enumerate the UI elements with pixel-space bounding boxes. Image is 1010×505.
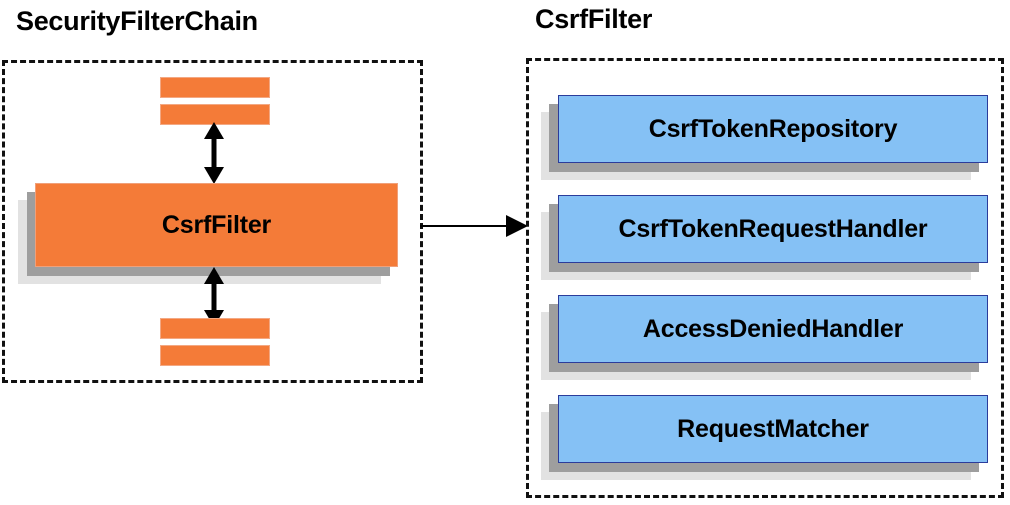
panel-boundary-csrffilter <box>526 58 1004 498</box>
panel-boundary-security-filter-chain <box>2 60 423 383</box>
component-label-requestmatcher: RequestMatcher <box>677 414 869 443</box>
component-card-csrftokenrepository[interactable]: CsrfTokenRepository <box>541 95 988 180</box>
component-card-requestmatcher[interactable]: RequestMatcher <box>541 395 988 480</box>
connector-double-arrow-top <box>199 122 229 184</box>
component-card-accessdeniedhandler[interactable]: AccessDeniedHandler <box>541 295 988 380</box>
connector-arrow-csrffilter-to-panel <box>420 212 532 240</box>
component-label-csrftokenrepository: CsrfTokenRepository <box>648 114 898 143</box>
panel-title-csrffilter: CsrfFilter <box>535 4 653 34</box>
component-card-csrffilter[interactable]: CsrfFilter <box>18 183 398 284</box>
card-face: AccessDeniedHandler <box>558 295 988 363</box>
component-label-accessdeniedhandler: AccessDeniedHandler <box>642 314 904 343</box>
card-face: CsrfFilter <box>35 183 398 267</box>
panel-title-security-filter-chain: SecurityFilterChain <box>16 6 258 36</box>
component-label-csrftokenrequesthandler: CsrfTokenRequestHandler <box>618 214 928 243</box>
card-face: CsrfTokenRequestHandler <box>558 195 988 263</box>
filter-bar-above-1 <box>160 77 270 98</box>
card-face: RequestMatcher <box>558 395 988 463</box>
filter-bar-below-1 <box>160 318 270 339</box>
component-card-csrftokenrequesthandler[interactable]: CsrfTokenRequestHandler <box>541 195 988 280</box>
filter-bar-below-2 <box>160 345 270 366</box>
card-face: CsrfTokenRepository <box>558 95 988 163</box>
component-label-csrffilter: CsrfFilter <box>161 210 272 239</box>
